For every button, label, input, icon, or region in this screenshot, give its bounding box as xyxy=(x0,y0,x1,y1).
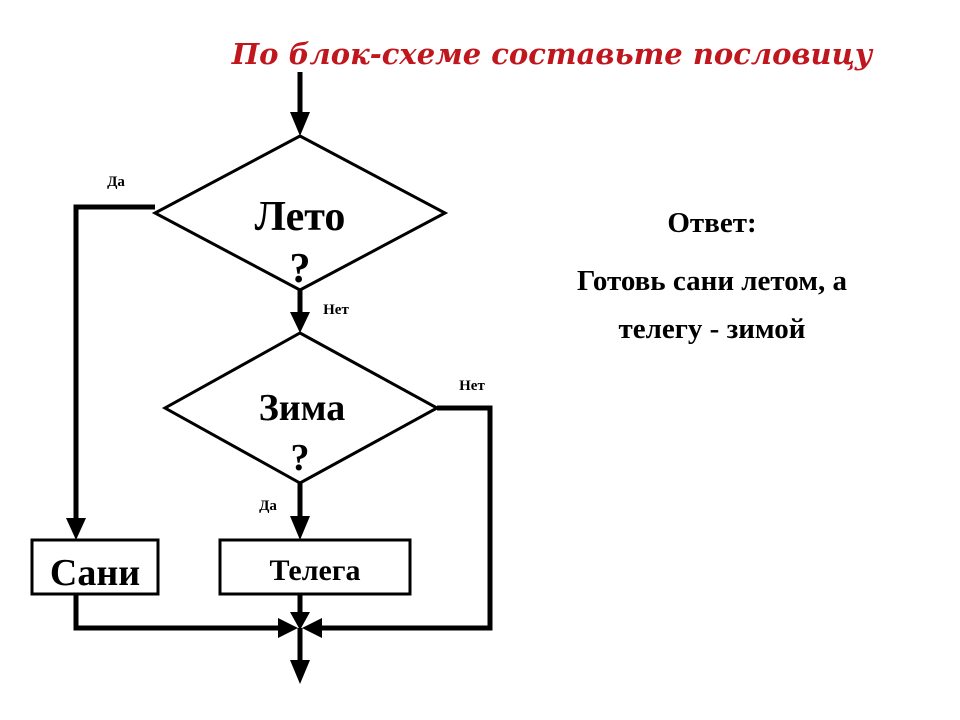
decision-winter: Зима ? xyxy=(161,331,441,485)
entry-arrow xyxy=(290,72,310,136)
box-sled: Сани xyxy=(30,538,160,596)
yes-branch-summer xyxy=(66,204,155,540)
no-branch-summer xyxy=(290,290,310,333)
decision-winter-question: ? xyxy=(291,437,310,479)
label-no-winter: Нет xyxy=(459,378,485,394)
no-branch-winter xyxy=(302,405,493,638)
yes-branch-winter xyxy=(290,483,310,540)
label-yes-winter: Да xyxy=(259,498,277,514)
answer-line-1: Готовь сани летом, а xyxy=(577,265,848,297)
exit-arrow xyxy=(290,628,310,684)
cart-to-merge xyxy=(290,594,310,630)
box-cart: Телега xyxy=(218,538,412,596)
box-sled-label: Сани xyxy=(50,552,140,594)
decision-summer-question: ? xyxy=(290,246,311,292)
decision-winter-label: Зима xyxy=(259,387,346,429)
decision-summer: Лето ? xyxy=(151,134,449,292)
answer-line-2: телегу - зимой xyxy=(618,313,805,345)
label-yes-summer: Да xyxy=(107,174,125,190)
label-no-summer: Нет xyxy=(323,302,349,318)
decision-summer-label: Лето xyxy=(255,194,346,240)
box-cart-label: Телега xyxy=(270,554,361,587)
sled-to-merge xyxy=(73,594,298,638)
page-title: По блок-схеме составьте пословицу xyxy=(231,37,874,71)
answer-heading: Ответ: xyxy=(667,207,756,239)
